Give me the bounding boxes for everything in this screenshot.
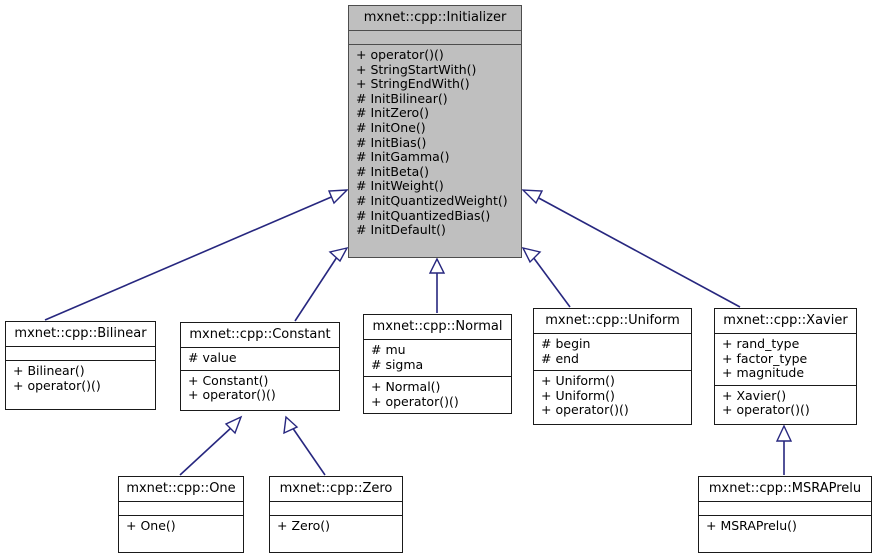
- class-name: mxnet::cpp::Initializer: [363, 10, 507, 25]
- class-title-section: mxnet::cpp::Normal: [364, 315, 511, 339]
- operation-row: # InitGamma(): [356, 149, 450, 165]
- attribute-row: # end: [541, 350, 579, 366]
- operation-row: + operator()(): [722, 402, 810, 418]
- inheritance-arrow-bilinear-initializer: [44, 189, 349, 321]
- class-name: mxnet::cpp::Uniform: [545, 313, 680, 328]
- operation-row: + operator()(): [188, 387, 276, 403]
- operation-row: + StringStartWith(): [356, 61, 477, 77]
- inheritance-arrow-xavier-initializer: [521, 189, 741, 308]
- class-box-normal[interactable]: mxnet::cpp::Normal # mu # sigma + Normal…: [363, 314, 512, 414]
- attribute-row: # value: [188, 350, 237, 365]
- class-title-section: mxnet::cpp::Zero: [270, 477, 402, 501]
- attribute-row: + factor_type: [722, 350, 808, 366]
- operation-row: + Uniform(): [541, 387, 615, 403]
- class-attributes-section: [6, 346, 155, 360]
- class-title-section: mxnet::cpp::Uniform: [534, 309, 691, 333]
- class-name: mxnet::cpp::Constant: [189, 327, 331, 342]
- operation-row: + Normal(): [371, 379, 441, 395]
- class-box-uniform[interactable]: mxnet::cpp::Uniform # begin # end + Unif…: [533, 308, 692, 425]
- class-title-section: mxnet::cpp::Constant: [181, 323, 339, 347]
- operation-row: + MSRAPrelu(): [706, 518, 797, 533]
- class-title-section: mxnet::cpp::Bilinear: [6, 322, 155, 346]
- attribute-row: # mu: [371, 342, 406, 357]
- class-title-section: mxnet::cpp::One: [119, 477, 243, 501]
- operation-row: + One(): [126, 518, 176, 533]
- class-operations-section: + MSRAPrelu(): [699, 515, 871, 538]
- class-attributes-section: + rand_type + factor_type + magnitude: [715, 333, 856, 385]
- operation-row: + Uniform(): [541, 373, 615, 389]
- operation-row: # InitBilinear(): [356, 90, 448, 106]
- class-operations-section: + Bilinear() + operator()(): [6, 360, 155, 397]
- class-operations-section: + One(): [119, 515, 243, 538]
- operation-row: + operator()(): [13, 377, 101, 393]
- class-attributes-section: # mu # sigma: [364, 339, 511, 376]
- class-box-constant[interactable]: mxnet::cpp::Constant # value + Constant(…: [180, 322, 340, 411]
- class-attributes-section: # begin # end: [534, 333, 691, 370]
- inheritance-arrow-zero-constant: [283, 415, 326, 476]
- class-name: mxnet::cpp::Normal: [372, 319, 503, 334]
- operation-row: + operator()(): [371, 393, 459, 409]
- operation-row: # InitBias(): [356, 134, 427, 150]
- inheritance-arrow-one-constant: [179, 415, 243, 476]
- operation-row: + Bilinear(): [13, 363, 85, 378]
- operation-row: # InitZero(): [356, 105, 429, 121]
- class-box-zero[interactable]: mxnet::cpp::Zero + Zero(): [269, 476, 403, 553]
- class-name: mxnet::cpp::MSRAPrelu: [708, 481, 862, 496]
- operation-row: + Xavier(): [722, 387, 787, 403]
- class-attributes-section: # value: [181, 347, 339, 370]
- operation-row: # InitDefault(): [356, 222, 446, 238]
- attribute-row: + magnitude: [722, 365, 805, 381]
- class-box-xavier[interactable]: mxnet::cpp::Xavier + rand_type + factor_…: [714, 308, 857, 425]
- operation-row: # InitQuantizedWeight(): [356, 192, 508, 208]
- class-name: mxnet::cpp::Zero: [279, 481, 393, 496]
- operation-row: + operator()(): [541, 402, 629, 418]
- operation-row: # InitQuantizedBias(): [356, 207, 491, 223]
- class-attributes-section: [699, 501, 871, 515]
- class-box-initializer[interactable]: mxnet::cpp::Initializer + operator()() +…: [348, 5, 522, 258]
- class-title-section: mxnet::cpp::Xavier: [715, 309, 856, 333]
- operation-row: # InitWeight(): [356, 178, 444, 194]
- class-attributes-section: [349, 30, 521, 44]
- operation-row: + operator()(): [356, 47, 444, 62]
- operation-row: + Zero(): [277, 518, 330, 533]
- class-box-msraprelu[interactable]: mxnet::cpp::MSRAPrelu + MSRAPrelu(): [698, 476, 872, 553]
- attribute-row: + rand_type: [722, 336, 800, 351]
- class-attributes-section: [270, 501, 402, 515]
- operation-row: # InitBeta(): [356, 163, 430, 179]
- inheritance-arrow-msraprelu-xavier: [775, 424, 793, 475]
- inheritance-arrow-normal-initializer: [428, 257, 446, 313]
- class-operations-section: + Uniform() + Uniform() + operator()(): [534, 370, 691, 422]
- class-attributes-section: [119, 501, 243, 515]
- class-operations-section: + Xavier() + operator()(): [715, 384, 856, 422]
- class-operations-section: + Constant() + operator()(): [181, 369, 339, 407]
- class-operations-section: + Zero(): [270, 515, 402, 538]
- class-title-section: mxnet::cpp::MSRAPrelu: [699, 477, 871, 501]
- attribute-row: # begin: [541, 336, 591, 351]
- operation-row: + StringEndWith(): [356, 76, 470, 92]
- operation-row: # InitOne(): [356, 119, 426, 135]
- class-box-bilinear[interactable]: mxnet::cpp::Bilinear + Bilinear() + oper…: [5, 321, 156, 410]
- class-name: mxnet::cpp::Xavier: [723, 313, 848, 328]
- attribute-row: # sigma: [371, 356, 424, 372]
- class-box-one[interactable]: mxnet::cpp::One + One(): [118, 476, 244, 553]
- inheritance-arrow-constant-initializer: [294, 246, 349, 322]
- class-title-section: mxnet::cpp::Initializer: [349, 6, 521, 30]
- operation-row: + Constant(): [188, 372, 269, 388]
- class-operations-section: + operator()() + StringStartWith() + Str…: [349, 44, 521, 242]
- class-operations-section: + Normal() + operator()(): [364, 376, 511, 413]
- class-name: mxnet::cpp::One: [126, 481, 236, 496]
- class-name: mxnet::cpp::Bilinear: [14, 326, 147, 341]
- inheritance-arrow-uniform-initializer: [521, 246, 571, 308]
